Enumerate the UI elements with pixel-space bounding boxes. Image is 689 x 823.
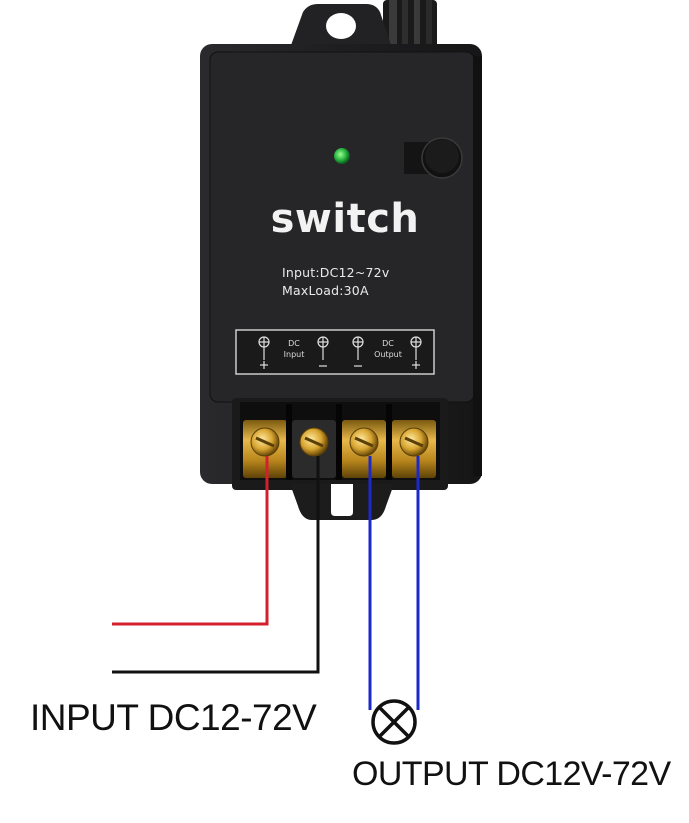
input-group-dc-label: DC [288,339,300,348]
output-group-dc-label: DC [382,339,394,348]
antenna-gland [383,0,437,50]
learn-button [404,137,463,179]
terminal-negative-output-symbol [352,336,364,367]
terminal-block [232,398,448,490]
input-caption: INPUT DC12-72V [30,697,317,738]
terminal-positive-input-symbol [258,336,270,369]
top-mounting-ear [290,4,392,48]
lamp-symbol-icon [371,699,417,745]
output-caption: OUTPUT DC12V-72V [352,755,671,793]
output-group-label: Output [374,350,402,359]
terminal-positive-output-symbol [410,336,422,369]
terminal-negative-input-symbol [317,336,329,367]
max-load-label: MaxLoad:30A [282,283,369,298]
brand-label: switch [270,196,420,242]
input-group-label: Input [283,350,305,359]
bottom-mounting-ear [290,484,394,520]
status-led [334,148,350,164]
input-spec-label: Input:DC12~72v [282,265,390,280]
terminal-label-panel [235,329,435,375]
input-negative-wire [112,456,320,674]
input-positive-wire [112,456,269,626]
